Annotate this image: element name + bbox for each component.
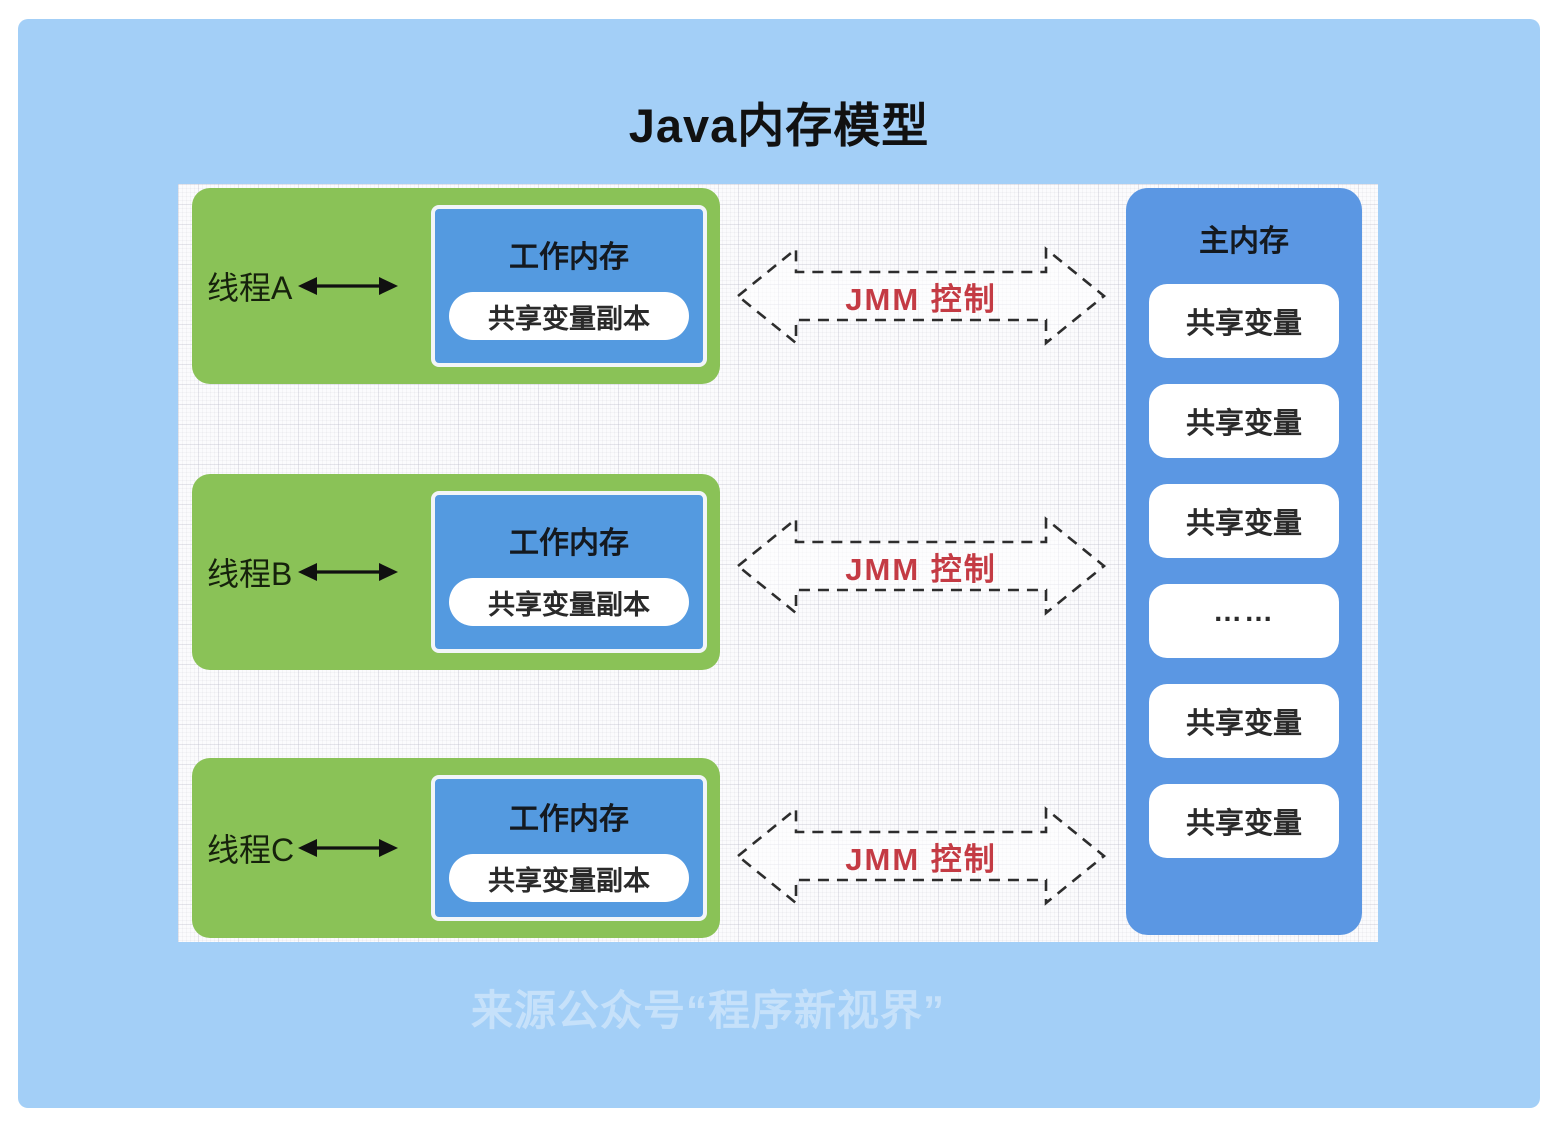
- shared-variable-pill: 共享变量: [1149, 484, 1339, 558]
- dashed-double-arrow-icon: [735, 516, 1107, 616]
- jmm-control-label: JMM 控制: [845, 841, 997, 877]
- thread-c-box: 线程C 工作内存 共享变量副本: [192, 758, 720, 938]
- shared-variable-copy-pill: 共享变量副本: [449, 854, 689, 902]
- shared-variable-copy-label: 共享变量副本: [488, 589, 650, 620]
- thread-b-box: 线程B 工作内存 共享变量副本: [192, 474, 720, 670]
- main-memory-label: 主内存: [1199, 225, 1289, 258]
- bidirectional-arrow-icon: [298, 563, 398, 581]
- shared-variable-copy-pill: 共享变量副本: [449, 578, 689, 626]
- working-memory-box: 工作内存 共享变量副本: [431, 205, 707, 367]
- working-memory-label: 工作内存: [509, 803, 629, 836]
- shared-variable-pill: 共享变量: [1149, 784, 1339, 858]
- dashed-double-arrow-icon: [735, 246, 1107, 346]
- jmm-control-label: JMM 控制: [845, 281, 997, 317]
- page-title: Java内存模型: [628, 99, 930, 152]
- shared-variable-copy-label: 共享变量副本: [488, 303, 650, 334]
- thread-a-box: 线程A 工作内存 共享变量副本: [192, 188, 720, 384]
- working-memory-label: 工作内存: [509, 527, 629, 560]
- working-memory-box: 工作内存 共享变量副本: [431, 775, 707, 921]
- working-memory-label: 工作内存: [509, 241, 629, 274]
- shared-variable-label: 共享变量: [1185, 808, 1302, 840]
- ellipsis-label: ……: [1213, 595, 1275, 628]
- thread-b-label: 线程B: [207, 556, 293, 592]
- main-memory-box: 主内存 共享变量 共享变量 共享变量 …… 共享变量 共享变量: [1126, 188, 1362, 935]
- ellipsis-pill: ……: [1149, 584, 1339, 658]
- shared-variable-label: 共享变量: [1185, 308, 1302, 340]
- thread-a-label: 线程A: [207, 270, 293, 306]
- shared-variable-label: 共享变量: [1185, 408, 1302, 440]
- working-memory-box: 工作内存 共享变量副本: [431, 491, 707, 653]
- thread-c-label: 线程C: [207, 832, 295, 868]
- jmm-control-arrow-b: JMM 控制: [734, 511, 1108, 621]
- shared-variable-pill: 共享变量: [1149, 684, 1339, 758]
- jmm-control-arrow-a: JMM 控制: [734, 241, 1108, 351]
- shared-variable-copy-label: 共享变量副本: [488, 865, 650, 896]
- bidirectional-arrow-icon: [298, 839, 398, 857]
- jmm-diagram-canvas: 线程A 工作内存 共享变量副本 线程B 工作内存: [178, 184, 1378, 942]
- shared-variable-label: 共享变量: [1185, 708, 1302, 740]
- bidirectional-arrow-icon: [298, 277, 398, 295]
- shared-variable-label: 共享变量: [1185, 508, 1302, 540]
- shared-variable-pill: 共享变量: [1149, 284, 1339, 358]
- dashed-double-arrow-icon: [735, 806, 1107, 906]
- shared-variable-copy-pill: 共享变量副本: [449, 292, 689, 340]
- source-watermark: 来源公众号“程序新视界”: [470, 987, 945, 1034]
- jmm-control-label: JMM 控制: [845, 551, 997, 587]
- shared-variable-list: 共享变量 共享变量 共享变量 …… 共享变量 共享变量: [1149, 284, 1339, 858]
- jmm-control-arrow-c: JMM 控制: [734, 801, 1108, 911]
- blue-card-background: Java内存模型 线程A 工作内存 共享变量副本 线程B: [18, 19, 1540, 1108]
- shared-variable-pill: 共享变量: [1149, 384, 1339, 458]
